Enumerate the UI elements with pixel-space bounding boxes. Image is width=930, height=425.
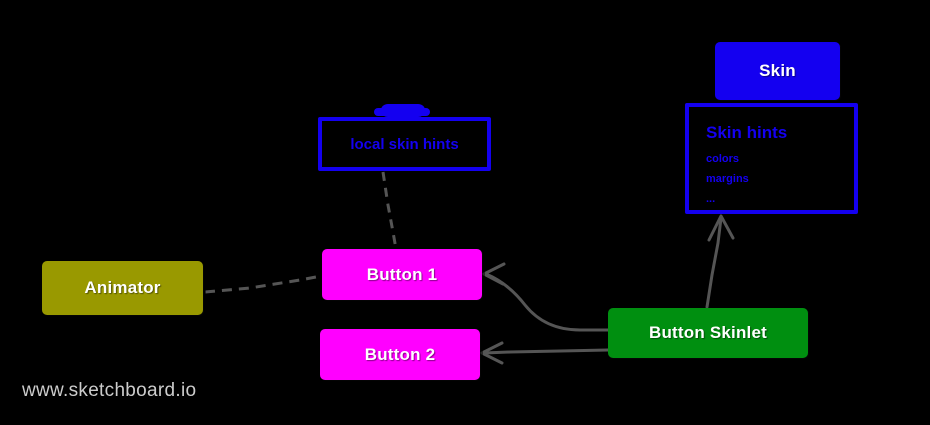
node-button-2[interactable]: Button 2 [320, 329, 480, 380]
local-skin-hints-tab [381, 104, 425, 117]
arrowhead-button1 [482, 262, 506, 286]
node-animator[interactable]: Animator [42, 261, 203, 315]
node-skin-hints-title: Skin hints [706, 123, 788, 142]
node-animator-label: Animator [84, 278, 161, 297]
skin-hint-item-colors: colors [706, 153, 740, 165]
node-skin[interactable]: Skin [715, 42, 840, 100]
edge-skinlet-skinhints [705, 216, 723, 309]
node-button-1[interactable]: Button 1 [322, 249, 482, 300]
edge-animator-button1 [204, 274, 322, 294]
skin-hint-item-margins: margins [706, 173, 749, 185]
node-button-2-label: Button 2 [364, 344, 436, 364]
watermark: www.sketchboard.io [22, 380, 197, 401]
edge-localhints-button1 [381, 171, 398, 250]
node-button-skinlet-label: Button Skinlet [648, 323, 767, 342]
node-button-1-label: Button 1 [366, 264, 438, 284]
skin-hint-item-ellipsis: ... [706, 193, 716, 205]
node-local-skin-hints-label: local skin hints [350, 135, 459, 153]
node-skin-hints[interactable]: Skin hints colors margins ... [685, 103, 858, 214]
edge-skinlet-button2 [482, 348, 610, 355]
arrowhead-skinhints [707, 214, 735, 242]
node-local-skin-hints[interactable]: local skin hints [318, 117, 491, 171]
edge-skinlet-button1 [484, 272, 610, 332]
node-button-skinlet[interactable]: Button Skinlet [608, 308, 808, 358]
node-skin-label: Skin [759, 61, 796, 80]
arrowhead-button2 [480, 341, 504, 365]
